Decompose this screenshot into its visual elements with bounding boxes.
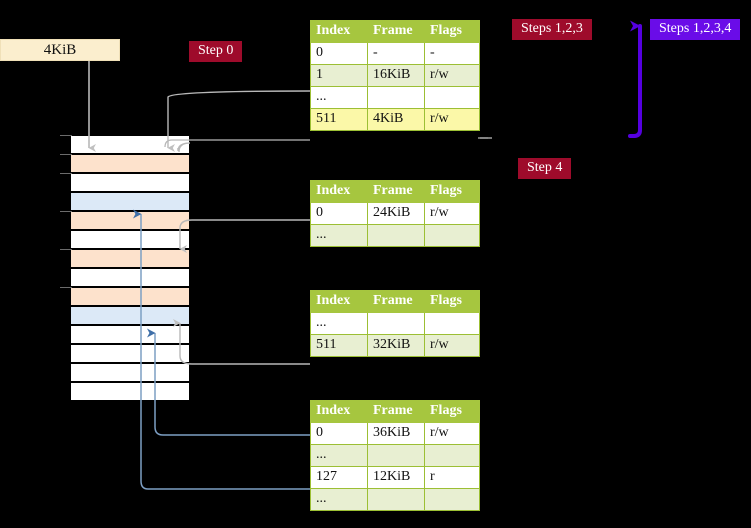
- cell-flags: [424, 86, 480, 109]
- table-row: 0--: [310, 42, 480, 65]
- column-header-frame: Frame: [367, 20, 425, 43]
- memory-tick: [60, 154, 72, 155]
- cell-frame: [367, 444, 425, 467]
- memory-frame-row: [70, 230, 190, 249]
- cell-index: 0: [310, 42, 368, 65]
- cell-flags: -: [424, 42, 480, 65]
- cell-index: 511: [310, 108, 368, 131]
- memory-frame-row: [70, 135, 190, 154]
- badge-step-4: Step 4: [518, 158, 572, 179]
- column-header-index: Index: [310, 180, 368, 203]
- table-row: ...: [310, 312, 480, 335]
- cell-index: ...: [310, 488, 368, 511]
- column-header-index: Index: [310, 400, 368, 423]
- memory-frame-row: [70, 192, 190, 211]
- cell-index: ...: [310, 312, 368, 335]
- wire-pd-to-memory: [173, 319, 310, 365]
- wire-steps-bracket: [628, 20, 642, 138]
- memory-frame-row: [70, 154, 190, 173]
- cell-index: 0: [310, 422, 368, 445]
- cell-flags: r/w: [424, 202, 480, 225]
- cell-index: 1: [310, 64, 368, 87]
- memory-tick: [60, 135, 72, 136]
- memory-frame-row: [70, 363, 190, 382]
- memory-tick: [60, 249, 72, 250]
- cell-frame: 16KiB: [367, 64, 425, 87]
- memory-frame-row: [70, 325, 190, 344]
- size-label-text: 4KiB: [43, 41, 77, 58]
- memory-tick: [60, 211, 72, 212]
- cell-index: 127: [310, 466, 368, 489]
- cell-frame: 32KiB: [367, 334, 425, 357]
- size-label-box: 4KiB: [0, 39, 120, 61]
- memory-frame-row: [70, 382, 190, 401]
- memory-frame-column: [70, 135, 190, 413]
- cell-index: ...: [310, 444, 368, 467]
- cell-flags: r: [424, 466, 480, 489]
- memory-frame-row: [70, 249, 190, 268]
- column-header-index: Index: [310, 20, 368, 43]
- memory-frame-row: [70, 211, 190, 230]
- memory-frame-row: [70, 306, 190, 325]
- cell-flags: [424, 444, 480, 467]
- cell-frame: -: [367, 42, 425, 65]
- cell-frame: [367, 312, 425, 335]
- column-header-frame: Frame: [367, 290, 425, 313]
- cell-flags: r/w: [424, 422, 480, 445]
- cell-flags: [424, 312, 480, 335]
- badge-steps-1-2-3: Steps 1,2,3: [512, 19, 592, 40]
- cell-flags: r/w: [424, 64, 480, 87]
- column-header-flags: Flags: [424, 290, 480, 313]
- memory-tick: [60, 287, 72, 288]
- memory-frame-row: [70, 268, 190, 287]
- cell-index: ...: [310, 86, 368, 109]
- cell-flags: [424, 488, 480, 511]
- wire-pdpt-to-memory: [179, 219, 310, 253]
- column-header-frame: Frame: [367, 400, 425, 423]
- table-row: ...: [310, 86, 480, 109]
- badge-steps-1-2-3-4: Steps 1,2,3,4: [650, 19, 741, 40]
- table-row: ...: [310, 444, 480, 467]
- cell-frame: [367, 86, 425, 109]
- cell-frame: 36KiB: [367, 422, 425, 445]
- memory-tick: [60, 173, 72, 174]
- cell-flags: [424, 224, 480, 247]
- cell-frame: [367, 488, 425, 511]
- cell-frame: 12KiB: [367, 466, 425, 489]
- cell-frame: 4KiB: [367, 108, 425, 131]
- cell-index: 511: [310, 334, 368, 357]
- cell-flags: r/w: [424, 334, 480, 357]
- memory-frame-row: [70, 173, 190, 192]
- table-row: ...: [310, 488, 480, 511]
- cell-index: 0: [310, 202, 368, 225]
- cell-frame: 24KiB: [367, 202, 425, 225]
- column-header-index: Index: [310, 290, 368, 313]
- badge-step-0: Step 0: [189, 41, 243, 62]
- column-header-flags: Flags: [424, 400, 480, 423]
- cell-frame: [367, 224, 425, 247]
- column-header-flags: Flags: [424, 180, 480, 203]
- cell-index: ...: [310, 224, 368, 247]
- memory-frame-row: [70, 287, 190, 306]
- table-row: ...: [310, 224, 480, 247]
- column-header-frame: Frame: [367, 180, 425, 203]
- column-header-flags: Flags: [424, 20, 480, 43]
- cell-flags: r/w: [424, 108, 480, 131]
- memory-frame-row: [70, 344, 190, 363]
